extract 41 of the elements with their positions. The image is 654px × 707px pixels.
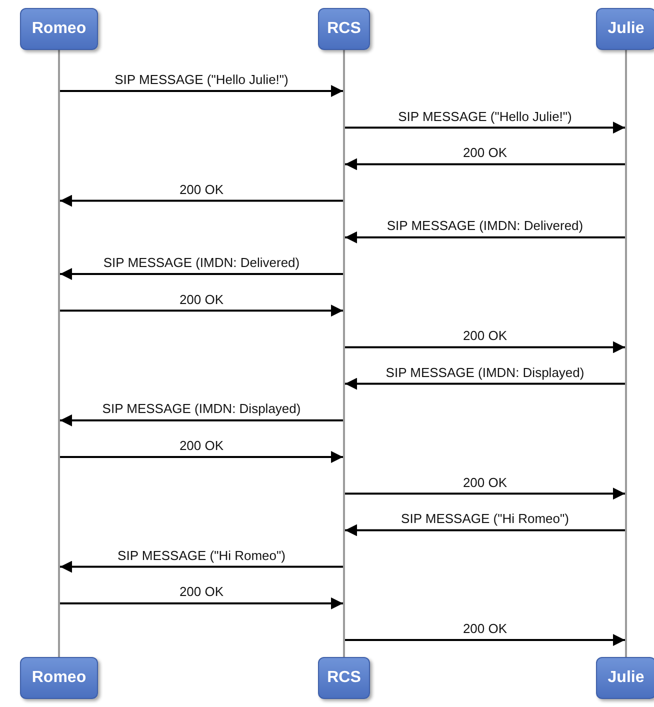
lifeline [58, 50, 60, 657]
message-arrow [345, 378, 625, 390]
message-label: 200 OK [179, 182, 224, 197]
message-label: SIP MESSAGE ("Hello Julie!") [398, 108, 572, 124]
message-arrow [345, 634, 625, 646]
message-arrow [60, 414, 343, 426]
message-label: 200 OK [462, 621, 508, 636]
message-arrow [345, 524, 625, 536]
message-arrow [345, 488, 625, 500]
message-arrow [345, 158, 625, 170]
message-label: 200 OK [179, 438, 224, 453]
participant-box: Julie [596, 657, 654, 699]
message-label: SIP MESSAGE (IMDN: Displayed) [102, 401, 301, 416]
message-arrow [345, 231, 625, 244]
participant-box: Romeo [20, 657, 98, 699]
message-arrow [60, 194, 343, 207]
participant-box: Julie [596, 8, 654, 50]
message-label: 200 OK [462, 474, 508, 490]
message-label: 200 OK [462, 145, 508, 160]
lifeline [343, 50, 345, 657]
message-arrow [60, 304, 343, 317]
message-arrow [345, 122, 625, 134]
message-label: SIP MESSAGE (IMDN: Delivered) [386, 218, 584, 234]
message-arrow [345, 341, 625, 354]
message-label: 200 OK [462, 328, 508, 344]
message-label: SIP MESSAGE (IMDN: Displayed) [386, 364, 584, 380]
message-label: 200 OK [179, 584, 224, 600]
message-label: SIP MESSAGE ("Hi Romeo") [401, 511, 569, 526]
message-arrow [60, 560, 343, 573]
message-arrow [60, 451, 343, 463]
message-label: SIP MESSAGE ("Hello Julie!") [114, 72, 288, 87]
message-label: 200 OK [179, 292, 224, 307]
lifeline [625, 50, 627, 657]
participant-box: RCS [318, 657, 370, 699]
message-label: SIP MESSAGE (IMDN: Delivered) [103, 255, 300, 270]
message-arrow [60, 597, 343, 610]
participant-box: RCS [318, 8, 370, 50]
message-arrow [60, 268, 343, 280]
message-arrow [60, 85, 343, 97]
participant-box: Romeo [20, 8, 98, 50]
message-label: SIP MESSAGE ("Hi Romeo") [118, 548, 286, 563]
